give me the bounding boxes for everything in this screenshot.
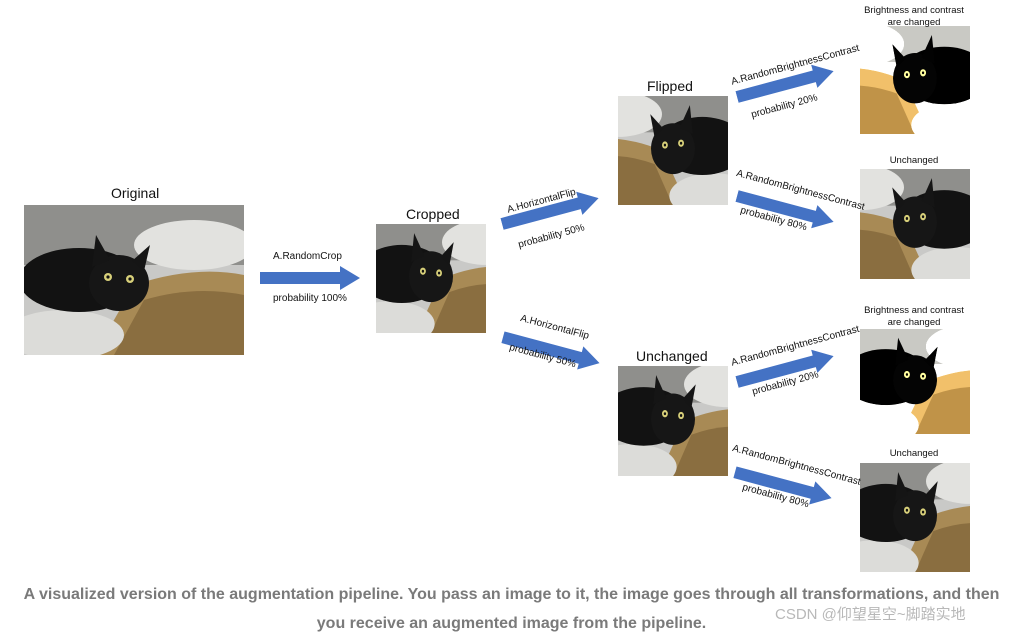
unflipped-unchanged-image xyxy=(860,463,970,572)
result-top-changed-line1: Brightness and contrast xyxy=(858,5,970,17)
flipped-bright-image xyxy=(860,26,970,134)
flipped-unchanged-image xyxy=(860,169,970,279)
stage-title-original: Original xyxy=(111,185,159,201)
result-bottom-changed-label: Brightness and contrast are changed xyxy=(858,305,970,329)
cropped-image xyxy=(376,224,486,333)
original-image xyxy=(24,205,244,355)
result-top-unchanged-label: Unchanged xyxy=(858,155,970,167)
flipped-image xyxy=(618,96,728,205)
result-top-changed-line2: are changed xyxy=(858,17,970,29)
crop-probability: probability 100% xyxy=(273,293,347,304)
result-top-changed-label: Brightness and contrast are changed xyxy=(858,5,970,29)
stage-title-unchanged: Unchanged xyxy=(636,348,708,364)
watermark: CSDN @仰望星空~脚踏实地 xyxy=(775,603,966,624)
result-bottom-changed-line2: are changed xyxy=(858,317,970,329)
crop-transform-name: A.RandomCrop xyxy=(273,251,342,262)
arrow-crop xyxy=(260,266,360,290)
unchanged-mid-image xyxy=(618,366,728,476)
result-bottom-changed-line1: Brightness and contrast xyxy=(858,305,970,317)
unflipped-bright-image xyxy=(860,329,970,434)
stage-title-flipped: Flipped xyxy=(647,78,693,94)
result-bottom-unchanged-label: Unchanged xyxy=(858,448,970,460)
stage-title-cropped: Cropped xyxy=(406,206,460,222)
